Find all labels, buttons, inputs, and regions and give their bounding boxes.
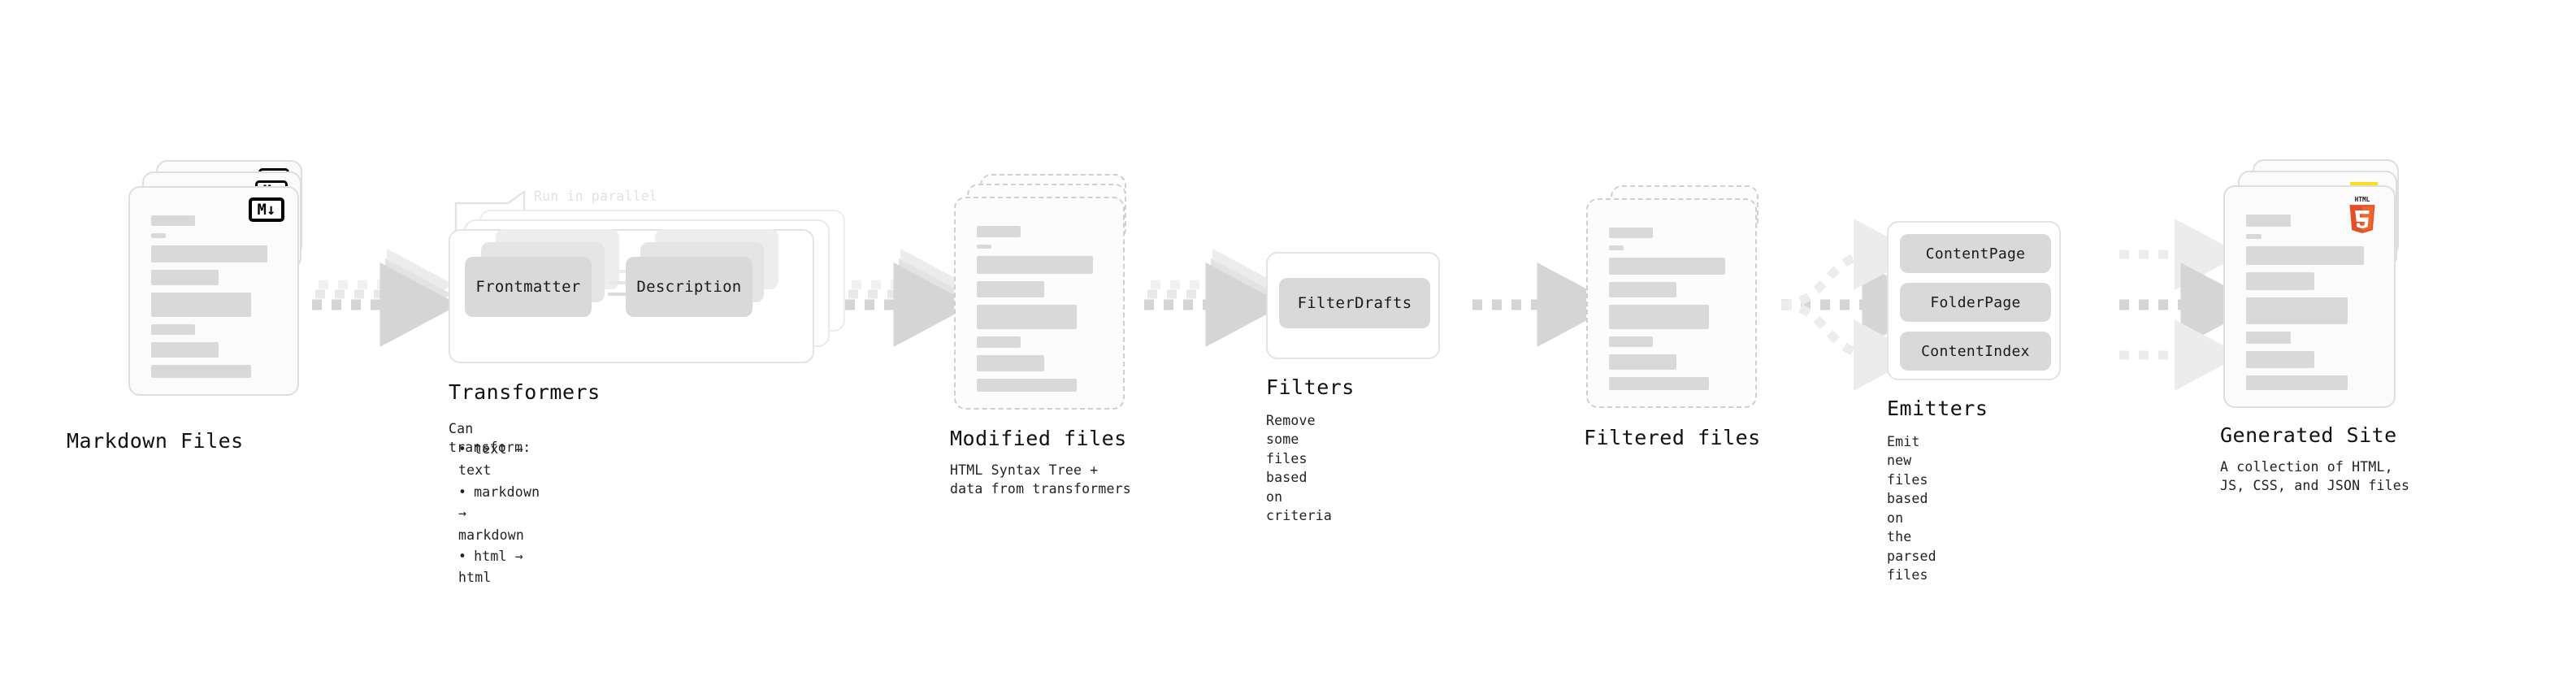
run-in-parallel-label: Run in parallel xyxy=(534,189,658,204)
content-bar xyxy=(1609,336,1653,348)
html5-icon-wordmark: HTML xyxy=(2355,196,2370,203)
content-bar xyxy=(977,280,1045,297)
transformer-pill-frontmatter[interactable]: Frontmatter xyxy=(465,257,592,317)
content-bar xyxy=(2246,246,2365,266)
stage-title-generated-site: Generated Site xyxy=(2220,423,2397,447)
arrow-md-to-transformers xyxy=(312,249,459,347)
content-bar xyxy=(977,336,1021,349)
arrow-emitters-to-site xyxy=(2119,219,2260,391)
pill-label: FilterDrafts xyxy=(1297,294,1412,312)
content-bar xyxy=(1609,354,1677,371)
stage-title-modified-files: Modified files xyxy=(950,427,1127,450)
content-bar xyxy=(1609,228,1653,239)
modified-file-stack[interactable] xyxy=(954,174,1141,418)
stage-subtitle-generated-site: A collection of HTML, JS, CSS, and JSON … xyxy=(2220,459,2410,494)
card-front-layer[interactable] xyxy=(1586,198,1757,408)
content-bar xyxy=(151,269,219,286)
content-bar xyxy=(151,245,268,262)
markdown-icon-letter: M xyxy=(257,200,267,219)
content-bar xyxy=(977,378,1078,392)
content-bar xyxy=(1609,377,1710,390)
card-content-placeholder xyxy=(130,188,297,394)
markdown-icon-arrow: ↓ xyxy=(267,200,276,219)
emitter-pill-contentindex[interactable]: ContentIndex xyxy=(1900,332,2051,371)
content-bar xyxy=(151,365,252,378)
pill-label: ContentPage xyxy=(1925,245,2026,262)
stage-modified-files: Modified files HTML Syntax Tree + data f… xyxy=(950,174,1141,497)
stage-subtitle-filters: Remove some files based on criteria xyxy=(1266,413,1333,524)
content-bar xyxy=(977,355,1045,371)
content-bar xyxy=(2246,351,2315,369)
stage-generated-site: CSS JS HTML xyxy=(2220,159,2418,493)
list-item: markdown → markdown xyxy=(458,482,540,546)
card-front-layer[interactable]: HTML xyxy=(2223,185,2396,408)
content-bar xyxy=(151,323,195,336)
emitter-pill-folderpage[interactable]: FolderPage xyxy=(1900,283,2051,322)
content-bar xyxy=(977,226,1021,237)
transformer-capability-list: text → text markdown → markdown html → h… xyxy=(449,439,540,589)
card-front-layer[interactable] xyxy=(954,197,1125,410)
filtered-file-stack[interactable] xyxy=(1586,185,1773,413)
content-bar xyxy=(1609,281,1677,298)
emitter-box[interactable]: ContentPage FolderPage ContentIndex xyxy=(1887,221,2061,380)
content-bar xyxy=(151,342,219,358)
content-bar xyxy=(1609,257,1726,275)
filter-pill-filterdrafts[interactable]: FilterDrafts xyxy=(1279,278,1430,328)
stage-title-emitters: Emitters xyxy=(1887,397,1988,420)
card-front-layer[interactable]: M↓ xyxy=(128,186,299,396)
card-content-placeholder xyxy=(956,198,1123,408)
stage-title-filtered-files: Filtered files xyxy=(1584,426,1761,449)
content-bar xyxy=(977,244,992,249)
stage-title-filters: Filters xyxy=(1266,375,1355,399)
emitter-pill-contentpage[interactable]: ContentPage xyxy=(1900,234,2051,273)
filter-box[interactable]: FilterDrafts xyxy=(1266,252,1440,359)
content-bar xyxy=(977,256,1094,274)
content-bar xyxy=(2246,297,2348,325)
stage-title-markdown-files: Markdown Files xyxy=(67,429,244,453)
generated-site-stack[interactable]: CSS JS HTML xyxy=(2223,159,2418,408)
html5-icon: HTML xyxy=(2344,195,2381,236)
markdown-file-stack[interactable]: M↓ M↓ M↓ xyxy=(128,160,315,396)
stage-subtitle-modified-files: HTML Syntax Tree + data from transformer… xyxy=(950,462,1131,497)
pill-label: ContentIndex xyxy=(1921,342,2030,360)
content-bar xyxy=(1609,305,1710,329)
stage-filtered-files: Filtered files xyxy=(1584,185,1773,449)
pill-label: Description xyxy=(636,278,742,296)
stage-subtitle-emitters: Emit new files based on the parsed files xyxy=(1887,434,1936,583)
list-item: text → text xyxy=(458,439,540,482)
pill-label: Frontmatter xyxy=(475,278,581,296)
content-bar xyxy=(977,304,1078,330)
content-bar xyxy=(1609,245,1624,250)
stage-markdown-files: M↓ M↓ M↓ xyxy=(67,160,315,453)
content-bar xyxy=(2246,215,2291,227)
transformer-pill-description[interactable]: Description xyxy=(626,257,752,317)
content-bar xyxy=(2246,272,2315,290)
content-bar xyxy=(2246,233,2262,240)
content-bar xyxy=(2246,332,2291,345)
html5-icon-shield: HTML xyxy=(2349,196,2375,233)
list-item: html → html xyxy=(458,546,540,589)
content-bar xyxy=(2246,375,2348,390)
card-content-placeholder xyxy=(2225,187,2394,406)
stage-title-transformers: Transformers xyxy=(449,380,601,404)
card-content-placeholder xyxy=(1588,200,1755,406)
markdown-icon: M↓ xyxy=(249,197,284,222)
pill-label: FolderPage xyxy=(1930,293,2021,311)
arrow-modified-to-filters xyxy=(1144,249,1285,347)
content-bar xyxy=(151,293,252,317)
transformer-box-front[interactable]: Frontmatter Description xyxy=(449,229,814,363)
content-bar xyxy=(151,233,167,238)
arrow-filtered-to-emitters xyxy=(1780,219,1941,391)
content-bar xyxy=(151,215,195,227)
